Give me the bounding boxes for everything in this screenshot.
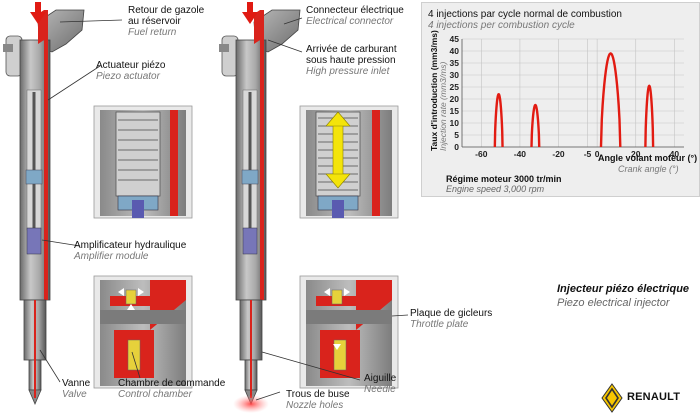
y-tick-label: 25: [450, 82, 460, 92]
renault-diamond-icon: [601, 383, 623, 413]
y-tick-label: 40: [450, 46, 460, 56]
amplifier-label: Amplificateur hydraulique Amplifier modu…: [74, 240, 186, 262]
injection-pulse-4: [644, 84, 655, 148]
y-axis-label-en: Injection rate (mm3/ms): [438, 62, 448, 151]
valve-label: Vanne Valve: [62, 378, 90, 400]
leader-lines: [39, 17, 409, 401]
chart-subtitle: 4 injections per combustion cycle: [428, 20, 575, 31]
x-tick-label: -5: [584, 149, 592, 159]
valve-fr: Vanne: [62, 378, 91, 389]
product-title: Injecteur piézo électrique: [557, 283, 690, 295]
chart-series: [493, 52, 655, 148]
high-pressure-inlet-label: Arrivée de carburant sous haute pression…: [306, 44, 397, 77]
y-tick-label: 30: [450, 70, 460, 80]
left-valve-zoom: [93, 275, 193, 389]
piezo-actuator-fr: Actuateur piézo: [96, 60, 166, 71]
injection-pulse-2: [530, 103, 541, 148]
y-tick-label: 5: [454, 130, 459, 140]
amplifier-fr: Amplificateur hydraulique: [74, 240, 187, 251]
x-tick-label: 0: [595, 149, 600, 159]
brand-name: RENAULT: [627, 391, 681, 403]
needle-label: Aiguille Needle: [364, 373, 396, 395]
chart-axes: [461, 39, 684, 148]
valve-en: Valve: [62, 389, 87, 400]
injection-pulse-3: [599, 52, 622, 148]
control-chamber-label: Chambre de commande Control chamber: [118, 378, 225, 400]
high-pressure-inlet-fr: Arrivée de carburant sous haute pression: [306, 44, 397, 66]
x-tick-label: -20: [552, 149, 565, 159]
throttle-plate-en: Throttle plate: [410, 319, 469, 330]
chart-title: 4 injections par cycle normal de combust…: [428, 9, 622, 20]
right-injector: [219, 2, 301, 413]
x-axis-label-en: Crank angle (°): [618, 164, 679, 174]
right-valve-zoom: [299, 275, 399, 389]
injection-rate-chart: 4 injections par cycle normal de combust…: [421, 2, 700, 197]
left-actuator-zoom: [93, 105, 193, 219]
x-tick-label: -40: [514, 149, 527, 159]
needle-en: Needle: [364, 384, 396, 395]
nozzle-holes-en: Nozzle holes: [286, 400, 344, 411]
electrical-connector-en: Electrical connector: [306, 16, 394, 27]
x-tick-label: 20: [631, 149, 641, 159]
y-tick-label: 45: [450, 34, 460, 44]
injection-pulse-1: [493, 92, 504, 148]
throttle-plate-label: Plaque de gicleurs Throttle plate: [410, 308, 492, 330]
right-actuator-zoom: [299, 105, 399, 219]
nozzle-holes-label: Trous de buse Nozzle holes: [286, 389, 350, 411]
nozzle-holes-fr: Trous de buse: [286, 389, 350, 400]
fuel-return-en: Fuel return: [128, 27, 177, 38]
piezo-actuator-en: Piezo actuator: [96, 71, 160, 82]
control-chamber-fr: Chambre de commande: [118, 378, 226, 389]
x-tick-label: 40: [670, 149, 680, 159]
left-injector: [3, 2, 85, 406]
needle-fr: Aiguille: [364, 373, 397, 384]
amplifier-en: Amplifier module: [74, 251, 149, 262]
x-axis-label: Angle volant moteur (°): [598, 153, 697, 163]
y-tick-label: 0: [454, 142, 459, 152]
throttle-plate-fr: Plaque de gicleurs: [410, 308, 493, 319]
piezo-actuator-label: Actuateur piézo Piezo actuator: [96, 60, 166, 82]
y-tick-label: 10: [450, 118, 460, 128]
electrical-connector-label: Connecteur électrique Electrical connect…: [306, 5, 404, 27]
renault-logo: RENAULT: [601, 383, 698, 413]
engine-speed-label-en: Engine speed 3,000 rpm: [446, 184, 545, 194]
fuel-return-label: Retour de gazole au réservoir Fuel retur…: [128, 5, 204, 38]
y-axis-label: Taux d'introduction (mm3/ms): [429, 30, 439, 151]
y-tick-label: 20: [450, 94, 460, 104]
engine-speed-label: Régime moteur 3000 tr/min: [446, 174, 562, 184]
x-tick-label: -60: [475, 149, 488, 159]
y-tick-label: 15: [450, 106, 460, 116]
control-chamber-en: Control chamber: [118, 389, 192, 400]
high-pressure-inlet-en: High pressure inlet: [306, 66, 390, 77]
fuel-return-fr: Retour de gazole au réservoir: [128, 5, 205, 27]
product-title-en: Piezo electrical injector: [557, 297, 670, 309]
y-tick-label: 35: [450, 58, 460, 68]
electrical-connector-fr: Connecteur électrique: [306, 5, 404, 16]
